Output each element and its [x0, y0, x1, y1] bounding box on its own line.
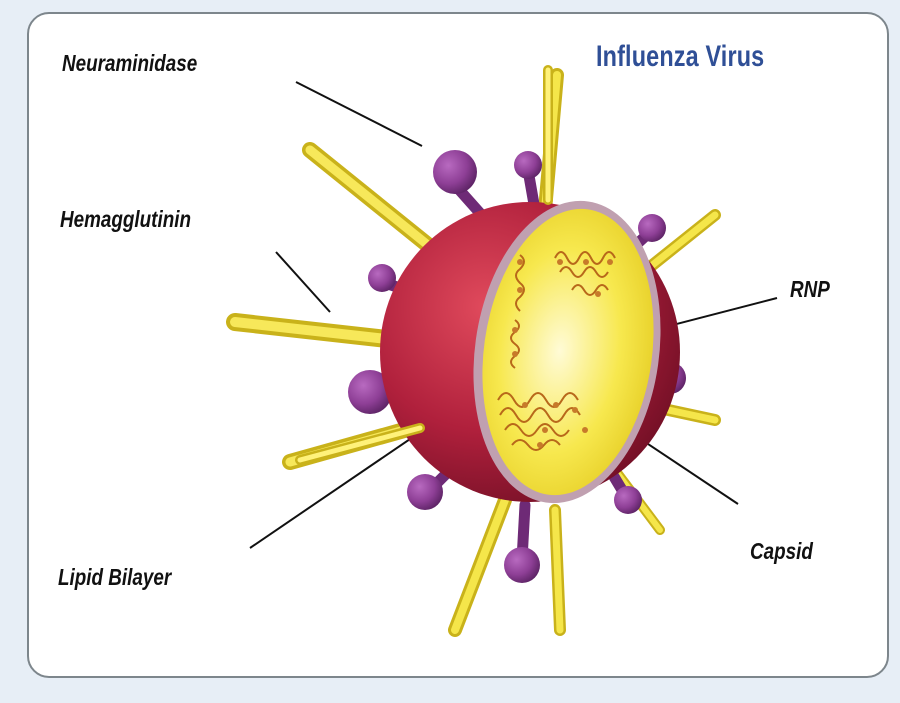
- hemagglutinin-pointer: [275, 251, 331, 313]
- diagram-title: Influenza Virus: [596, 40, 765, 73]
- hemagglutinin-label: Hemagglutinin: [60, 206, 191, 232]
- capsid-interior: [482, 208, 654, 496]
- neuraminidase-pointer: [295, 81, 423, 147]
- hemagglutinin-spikes-front: [295, 65, 553, 465]
- capsid-label: Capsid: [750, 538, 813, 564]
- rnp-label: RNP: [790, 276, 830, 302]
- lipid-bilayer-label: Lipid Bilayer: [58, 564, 172, 590]
- neuraminidase-label: Neuraminidase: [62, 50, 198, 76]
- rnp-beads: [512, 259, 613, 448]
- lipid-bilayer-pointer: [249, 419, 439, 549]
- rnp-strands: [497, 251, 616, 451]
